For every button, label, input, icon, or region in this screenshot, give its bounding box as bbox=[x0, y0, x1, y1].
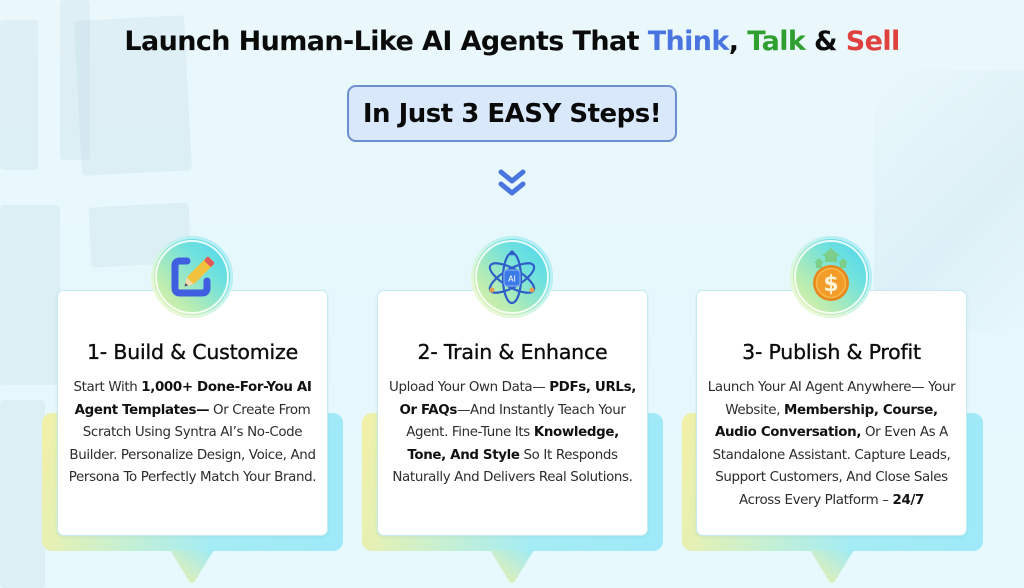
step-text: Upload Your Own Data— bbox=[389, 380, 550, 395]
step-text: Launch Your AI Agent Anywhere— Your Webs… bbox=[707, 380, 956, 418]
step-card-train-enhance: 2- Train & Enhance Upload Your Own Data—… bbox=[377, 290, 648, 536]
headline-separator: , bbox=[728, 26, 748, 57]
svg-text:AI: AI bbox=[508, 275, 516, 284]
step-2-pointer bbox=[490, 550, 534, 583]
double-chevron-down-icon bbox=[498, 169, 526, 196]
svg-text:$: $ bbox=[823, 272, 838, 297]
step-1-icon-badge bbox=[151, 236, 233, 318]
step-3-pointer bbox=[810, 550, 854, 583]
headline-word-sell: Sell bbox=[845, 26, 900, 57]
step-text-bold: 24/7 bbox=[892, 492, 925, 508]
step-text: Start With bbox=[73, 380, 142, 395]
steps-subheadline-badge: In Just 3 EASY Steps! bbox=[347, 85, 677, 142]
step-1-pointer bbox=[170, 550, 214, 583]
step-text: So It Responds Naturally And Delivers Re… bbox=[392, 447, 633, 486]
headline-prefix: Launch Human-Like AI Agents That bbox=[124, 26, 648, 57]
step-title: 1- Build & Customize bbox=[86, 340, 299, 364]
dollar-coin-growth-icon: $ bbox=[813, 248, 849, 301]
step-description: Start With 1,000+ Done-For-You AI Agent … bbox=[68, 377, 317, 490]
step-title: 2- Train & Enhance bbox=[417, 340, 608, 364]
step-text: —And Instantly Teach Your Agent. Fine-Tu… bbox=[406, 402, 626, 441]
step-text-bold: PDFs, URLs, Or FAQs bbox=[399, 380, 636, 418]
step-3-icon-badge: $ bbox=[790, 236, 872, 318]
step-text-bold: 1,000+ Done-For-You AI Agent Templates— bbox=[74, 380, 312, 418]
step-card-publish-profit: 3- Publish & Profit Launch Your AI Agent… bbox=[696, 290, 967, 536]
step-text-bold: Membership, Course, Audio Conversation, bbox=[714, 402, 938, 441]
background-decoration bbox=[874, 70, 1024, 330]
step-title: 3- Publish & Profit bbox=[742, 340, 921, 364]
step-card-build-customize: 1- Build & Customize Start With 1,000+ D… bbox=[57, 290, 328, 536]
step-text-bold: Knowledge, Tone, And Style bbox=[407, 425, 619, 463]
step-description: Upload Your Own Data— PDFs, URLs, Or FAQ… bbox=[388, 377, 637, 490]
step-text: Or Even As A Standalone Assistant. Captu… bbox=[712, 425, 951, 508]
ai-atom-icon: AI bbox=[488, 250, 536, 305]
subheadline-text: In Just 3 EASY Steps! bbox=[362, 98, 662, 129]
step-description: Launch Your AI Agent Anywhere— Your Webs… bbox=[707, 377, 956, 513]
headline-word-think: Think bbox=[647, 26, 730, 57]
step-2-icon-badge: AI bbox=[471, 236, 553, 318]
page-headline: Launch Human-Like AI Agents That Think, … bbox=[0, 26, 1024, 57]
headline-separator: & bbox=[805, 26, 846, 57]
edit-pencil-icon bbox=[171, 256, 215, 297]
headline-word-talk: Talk bbox=[747, 26, 806, 57]
step-text: Or Create From Scratch Using Syntra AI’s… bbox=[68, 402, 317, 486]
